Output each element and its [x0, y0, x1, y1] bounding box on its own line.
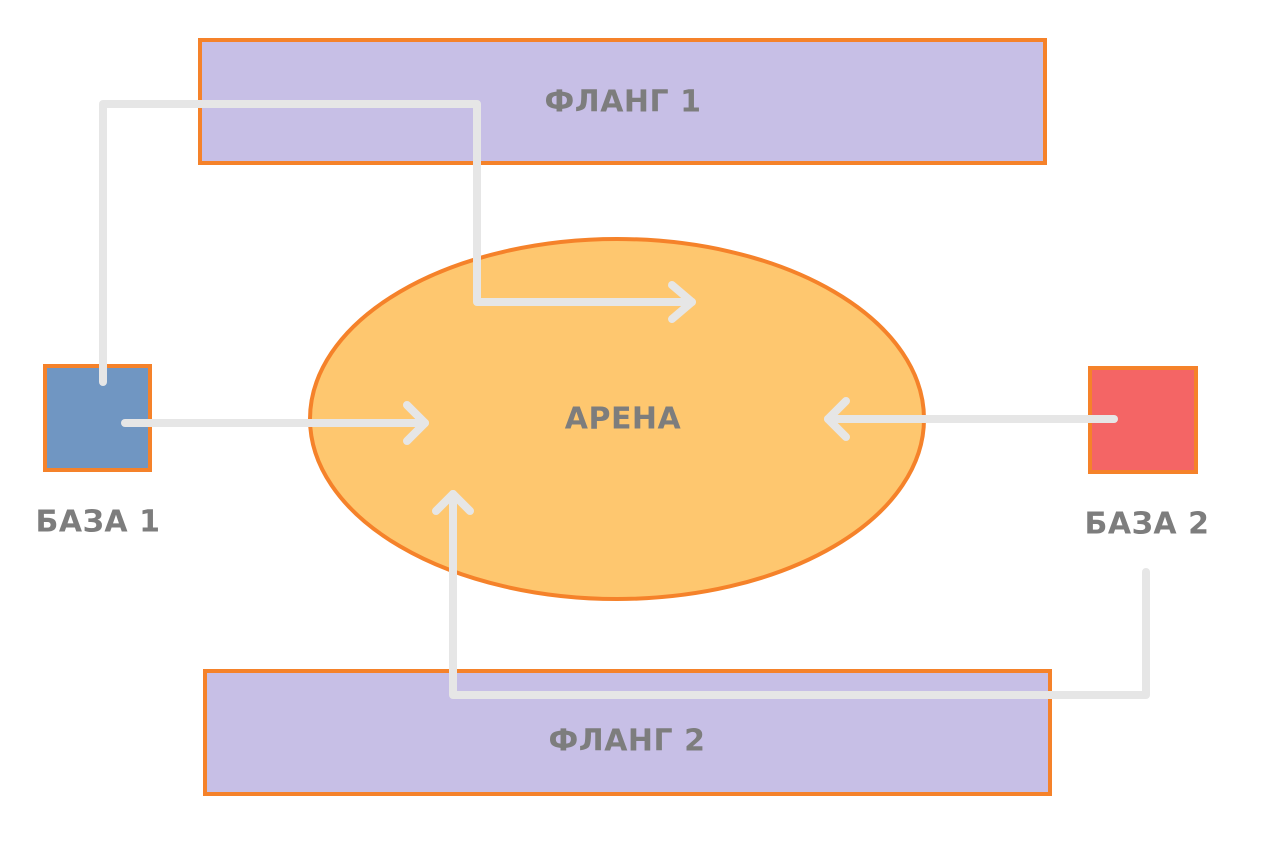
base-1-label: БАЗА 1 [36, 505, 161, 540]
arrowhead-base2-to-arena [824, 397, 850, 441]
arrowhead-base1-to-arena [403, 401, 429, 445]
base-1-square [43, 364, 152, 472]
arrowhead-flank1-to-arena [668, 281, 696, 323]
base-2-label: БАЗА 2 [1085, 507, 1210, 542]
flank-2-label: ФЛАНГ 2 [549, 724, 706, 759]
arrowhead-flank2-to-arena [432, 490, 474, 515]
flank-1-label: ФЛАНГ 1 [545, 85, 702, 120]
route-base2-flank2-arena [449, 490, 1150, 699]
route-base1-flank1-arena [99, 100, 696, 386]
arena-label: АРЕНА [565, 402, 682, 437]
